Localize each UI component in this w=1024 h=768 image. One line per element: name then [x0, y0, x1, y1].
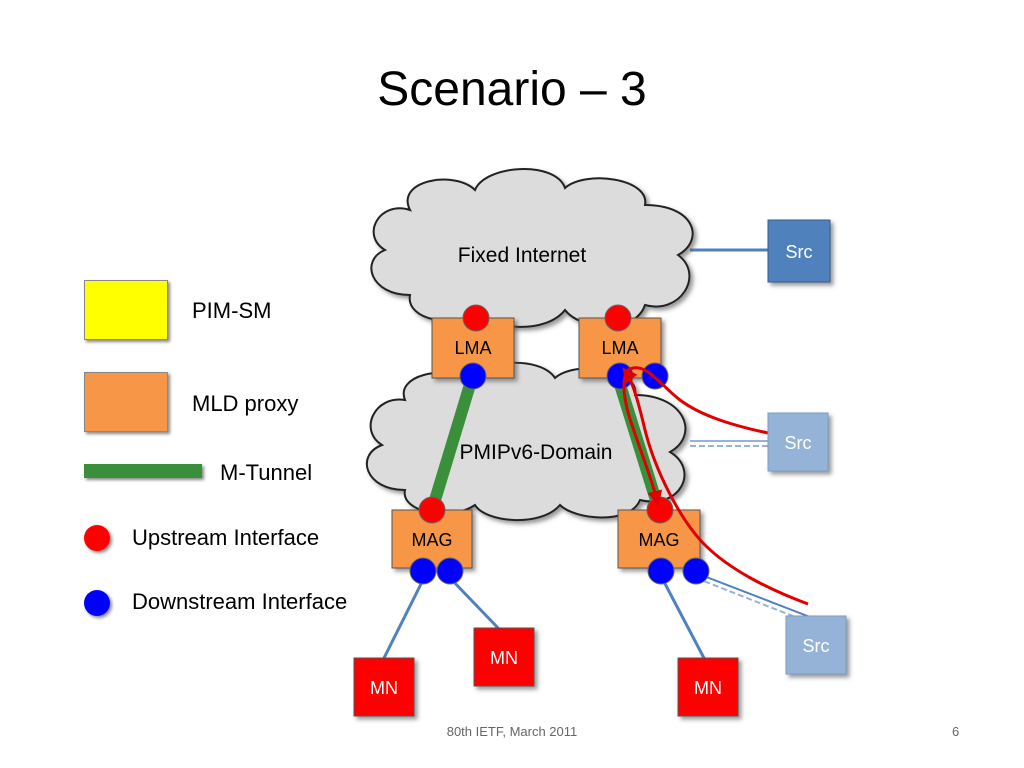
legend-downstream-dot [84, 590, 110, 616]
legend-mld-proxy-label: MLD proxy [192, 391, 299, 416]
src-2-label: Src [785, 433, 812, 453]
mag-left-downstream-dot-1 [409, 557, 437, 585]
link-mag-src3-b [695, 577, 809, 623]
src-3-box [785, 615, 847, 675]
src-3-label: Src [803, 636, 830, 656]
lma-right-label: LMA [601, 338, 638, 358]
footer-text: 80th IETF, March 2011 [446, 724, 578, 739]
m-tunnel-left [426, 376, 478, 512]
multicast-path-src3 [622, 367, 809, 606]
cloud-fixed-internet [370, 168, 694, 328]
mag-left-upstream-dot [418, 496, 446, 524]
legend-pim-sm-swatch [84, 280, 168, 340]
legend-upstream-label: Upstream Interface [132, 525, 320, 550]
mn-3-label: MN [694, 678, 722, 698]
lma-right-upstream-dot [604, 304, 632, 332]
link-mag-left-mn2 [448, 576, 502, 632]
legend-upstream-dot [84, 525, 110, 551]
cloud-pmipv6-label: PMIPv6-Domain [460, 441, 613, 464]
cloud-fixed-internet-label: Fixed Internet [458, 244, 587, 267]
page-number: 6 [952, 724, 960, 739]
src-1-label: Src [786, 242, 813, 262]
slide-title: Scenario – 3 [377, 63, 647, 116]
lma-left-upstream-dot [462, 304, 490, 332]
mn-1-box [353, 657, 415, 717]
mag-right-label: MAG [638, 530, 679, 550]
mag-right-downstream-dot-2 [682, 557, 710, 585]
link-mag-left-mn1 [381, 577, 426, 661]
mn-1-label: MN [370, 678, 398, 698]
mn-2-box [473, 627, 535, 687]
legend-m-tunnel-swatch [84, 464, 202, 478]
legend-downstream-label: Downstream Interface [132, 589, 348, 614]
legend-pim-sm-label: PIM-SM [192, 298, 272, 323]
legend-mld-proxy-swatch [84, 372, 168, 432]
src-2-box [767, 412, 829, 472]
mag-left-label: MAG [411, 530, 452, 550]
mn-3-box [677, 657, 739, 717]
lma-left-label: LMA [454, 338, 491, 358]
legend-m-tunnel-label: M-Tunnel [220, 460, 313, 485]
link-mag-src3-a [695, 572, 811, 618]
mn-2-label: MN [490, 648, 518, 668]
link-mag-right-mn3 [660, 577, 707, 661]
src-1-box [767, 219, 831, 283]
lma-left-downstream-dot [459, 362, 487, 390]
mag-right-upstream-dot [646, 496, 674, 524]
mag-right-downstream-dot-1 [647, 557, 675, 585]
mag-left-downstream-dot-2 [436, 557, 464, 585]
